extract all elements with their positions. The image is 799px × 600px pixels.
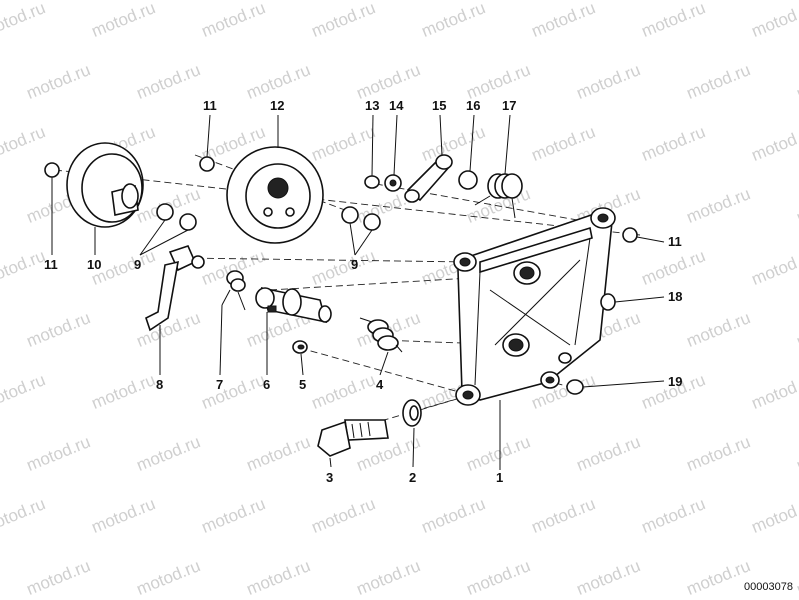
o-ring-set-right-part <box>341 206 381 231</box>
spring-part <box>359 317 403 353</box>
leader-lines <box>51 114 665 470</box>
callout-18: 18 <box>668 289 682 304</box>
lever-part <box>145 245 205 332</box>
callout-9-left: 9 <box>134 257 141 272</box>
torsion-spring-part <box>474 173 523 219</box>
detent-lever-part <box>404 154 453 203</box>
circlip-11-left-part <box>44 162 60 178</box>
callout-16: 16 <box>466 98 480 113</box>
bracket-plate-part <box>453 207 616 406</box>
circlip-5-part <box>292 340 308 354</box>
callout-labels: 1 2 3 4 5 6 7 8 9 9 10 11 11 11 12 13 14… <box>44 98 682 485</box>
callout-12: 12 <box>270 98 284 113</box>
callout-11-right: 11 <box>668 234 682 249</box>
callout-4: 4 <box>376 377 384 392</box>
callout-2: 2 <box>409 470 416 485</box>
small-spring-part <box>221 270 246 311</box>
callout-9-right: 9 <box>351 257 358 272</box>
callout-5: 5 <box>299 377 306 392</box>
callout-11-left: 11 <box>44 257 58 272</box>
callout-17: 17 <box>502 98 516 113</box>
callout-10: 10 <box>87 257 101 272</box>
bushing-part <box>384 174 402 192</box>
callout-13: 13 <box>365 98 379 113</box>
callout-7: 7 <box>216 377 223 392</box>
callout-1: 1 <box>496 470 503 485</box>
circlip-11-right-part <box>622 227 638 243</box>
bolt-part <box>317 419 389 457</box>
callout-19: 19 <box>668 374 682 389</box>
circlip-11-top-part <box>199 156 215 172</box>
gear-wheel-part <box>66 142 144 228</box>
sprocket-segment-part <box>226 146 324 244</box>
callout-15: 15 <box>432 98 446 113</box>
callout-8: 8 <box>156 377 163 392</box>
nut-part <box>364 175 380 189</box>
bushing-19-part <box>566 379 584 395</box>
washer-part <box>402 399 422 427</box>
callout-11-top: 11 <box>203 98 217 113</box>
callout-6: 6 <box>263 377 270 392</box>
callout-14: 14 <box>389 98 404 113</box>
callout-3: 3 <box>326 470 333 485</box>
shift-shaft-part <box>255 286 332 324</box>
o-ring-set-left-part <box>156 203 197 231</box>
ring-part <box>458 170 478 190</box>
washer-18-part <box>600 293 616 311</box>
reference-number: 00003078 <box>744 581 793 593</box>
